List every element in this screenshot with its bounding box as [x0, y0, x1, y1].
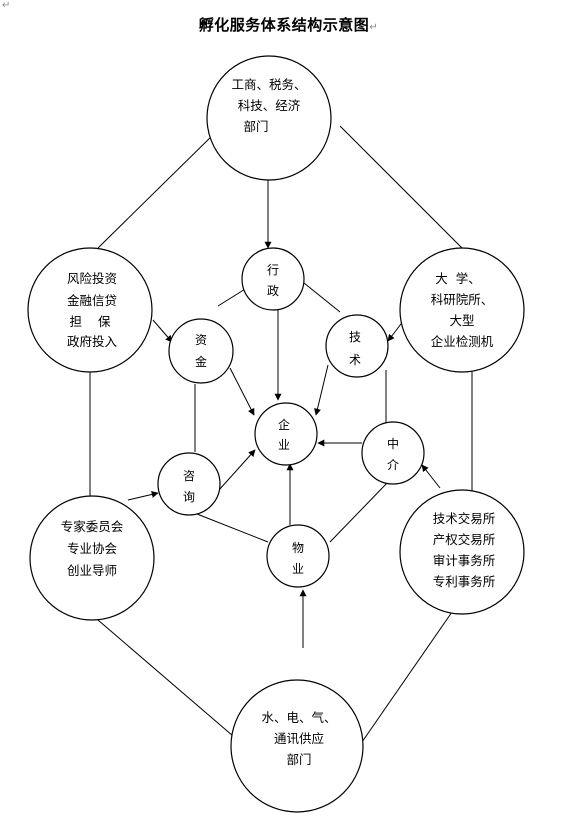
finance-line-4: 政府投入 [67, 334, 118, 349]
admin-char-1: 行 [267, 263, 279, 277]
node-intermediary: 中 介 [361, 421, 425, 485]
node-consulting: 咨 询 [157, 452, 221, 516]
node-enterprise: 企 业 [254, 402, 318, 466]
university-line-1: 大 学、 [435, 271, 480, 286]
finance-line-3: 担 保 [70, 314, 111, 329]
exchange-line-3: 审计事务所 [433, 553, 496, 568]
node-utilities: 水、电、气、 通讯供应 部门 [230, 679, 364, 813]
property-char-2: 业 [292, 562, 304, 576]
title-text: 孵化服务体系结构示意图 [198, 16, 370, 34]
exchange-line-2: 产权交易所 [433, 532, 496, 547]
edge-admin-tech [303, 282, 341, 313]
node-tech: 技 术 [325, 314, 389, 378]
node-exchange: 技术交易所 产权交易所 审计事务所 专利事务所 [399, 489, 525, 615]
consulting-char-2: 询 [183, 490, 195, 504]
outer-connectors [89, 125, 473, 743]
capital-char-1: 资 [195, 333, 207, 347]
university-line-3: 大型 [449, 313, 474, 328]
expert-line-2: 专业协会 [67, 541, 118, 556]
title-paragraph-mark: ↵ [369, 22, 379, 33]
expert-line-1: 专家委员会 [61, 519, 124, 534]
intermediary-char-2: 介 [387, 458, 399, 472]
consulting-char-1: 咨 [183, 468, 195, 483]
paragraph-mark: ↵ [2, 0, 11, 11]
gov-depts-line-3: 部门 [243, 119, 268, 134]
property-char-1: 物 [292, 541, 304, 555]
node-university: 大 学、 科研院所、 大型 企业检测机 [399, 247, 525, 373]
edge-gov-university [339, 125, 463, 249]
finance-line-1: 风险投资 [67, 271, 117, 286]
expert-line-3: 创业导师 [67, 563, 117, 578]
arrow-consulting-to-enterprise [218, 449, 256, 491]
arrow-exchange-to-intermediary [421, 464, 441, 489]
admin-char-2: 政 [267, 284, 279, 298]
arrow-tech-to-enterprise [314, 364, 329, 416]
node-gov-depts: 工商、税务、 科技、经济 部门 [206, 55, 332, 181]
enterprise-char-2: 业 [278, 438, 290, 452]
gov-depts-line-2: 科技、经济 [238, 98, 301, 113]
edge-consulting-property [196, 513, 269, 543]
tech-char-1: 技 [349, 330, 361, 344]
edge-intermediary-property [329, 479, 391, 543]
node-property: 物 业 [266, 524, 330, 588]
university-line-2: 科研院所、 [431, 292, 494, 307]
gov-depts-line-1: 工商、税务、 [231, 77, 306, 92]
tech-char-2: 术 [349, 353, 361, 367]
edge-exchange-utilities [361, 611, 453, 743]
university-line-4: 企业检测机 [431, 334, 494, 349]
utilities-line-1: 水、电、气、 [261, 710, 336, 725]
exchange-line-4: 专利事务所 [433, 574, 496, 589]
utilities-line-3: 部门 [286, 752, 311, 767]
utilities-line-2: 通讯供应 [274, 731, 324, 746]
arrow-capital-to-enterprise [229, 367, 255, 416]
node-finance: 风险投资 金融信贷 担 保 政府投入 [27, 247, 153, 373]
diagram-title: 孵化服务体系结构示意图↵ [0, 14, 577, 35]
capital-char-2: 金 [195, 354, 207, 369]
intermediary-char-1: 中 [387, 436, 399, 451]
node-admin: 行 政 [241, 247, 305, 311]
arrow-expert-to-consulting [127, 491, 159, 501]
arrow-finance-to-capital [152, 319, 173, 343]
finance-line-2: 金融信贷 [67, 293, 117, 308]
node-capital: 资 金 [168, 318, 234, 384]
exchange-line-1: 技术交易所 [433, 511, 496, 526]
edge-expert-utilities [97, 619, 241, 743]
node-expert: 专家委员会 专业协会 创业导师 [29, 495, 155, 621]
edge-gov-finance [97, 129, 219, 249]
enterprise-char-1: 企 [278, 417, 290, 432]
